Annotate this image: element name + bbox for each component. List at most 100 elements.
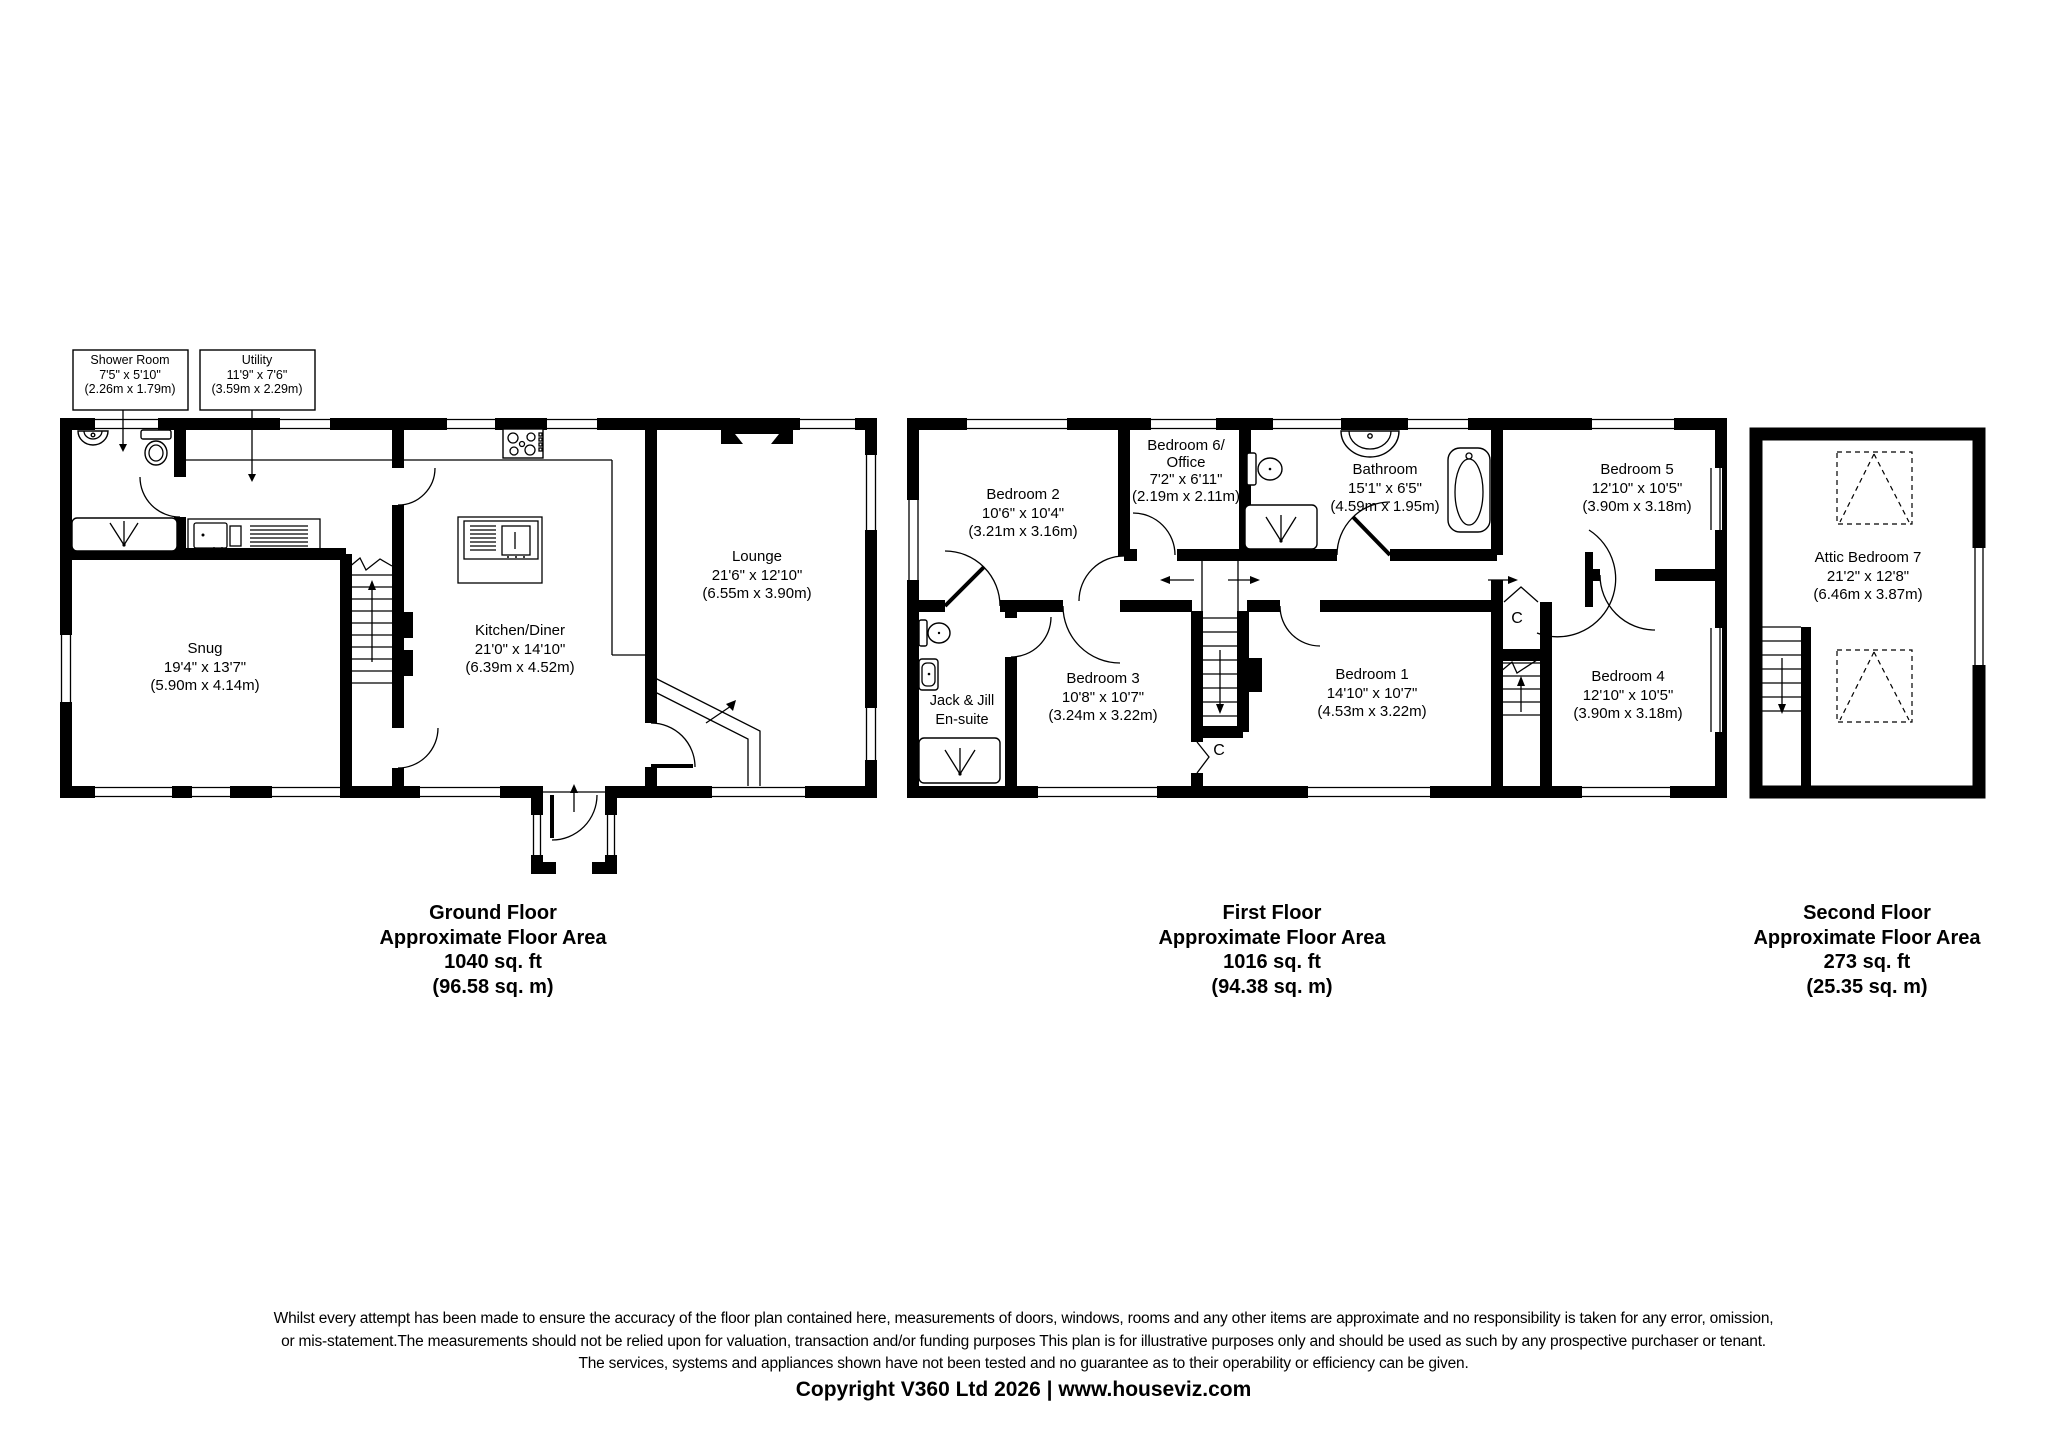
fireplace-icon bbox=[721, 424, 793, 444]
copyright-line: Copyright V360 Ltd 2026 | www.houseviz.c… bbox=[795, 1378, 1252, 1401]
room-dims-m: (6.46m x 3.87m) bbox=[1813, 586, 1923, 603]
room-dims-ft: 19'4" x 13'7" bbox=[163, 658, 247, 676]
room-label-bedroom2: Bedroom 2 10'6" x 10'4" (3.21m x 3.16m) bbox=[968, 486, 1077, 542]
room-dims-m: (3.21m x 3.16m) bbox=[968, 523, 1078, 540]
window bbox=[1971, 548, 1987, 665]
room-dims-m: (4.53m x 3.22m) bbox=[1317, 703, 1427, 720]
door-arc bbox=[943, 501, 1656, 774]
floor-area-m: (25.35 sq. m) bbox=[1806, 975, 1928, 998]
room-dims-ft: 11'9" x 7'6" bbox=[226, 367, 288, 382]
room-name2: Office bbox=[1166, 454, 1206, 471]
room-name: Kitchen/Diner bbox=[474, 622, 566, 639]
room-name: Attic Bedroom 7 bbox=[1814, 549, 1922, 566]
vestibule-screen bbox=[650, 675, 761, 786]
room-dims-m: (6.55m x 3.90m) bbox=[702, 585, 812, 602]
floor-area-m: (96.58 sq. m) bbox=[432, 975, 554, 998]
room-dims-ft: 12'10" x 10'5" bbox=[1591, 479, 1683, 497]
room-label-bedroom4: Bedroom 4 12'10" x 10'5" (3.90m x 3.18m) bbox=[1573, 668, 1682, 724]
floor-area-ft: 273 sq. ft bbox=[1823, 951, 1911, 973]
room-dims-m: (3.59m x 2.29m) bbox=[211, 382, 303, 396]
stairs-second bbox=[1762, 626, 1811, 786]
floor-title-ground: Ground Floor Approximate Floor Area 1040… bbox=[379, 901, 606, 999]
room-name: Bedroom 2 bbox=[986, 486, 1060, 503]
floor-name: Ground Floor bbox=[429, 902, 557, 924]
disclaimer-line: or mis-statement.The measurements should… bbox=[281, 1332, 1766, 1350]
room-label-attic-bedroom7: Attic Bedroom 7 21'2" x 12'8" (6.46m x 3… bbox=[1813, 549, 1922, 605]
cupboard-label: C bbox=[1213, 742, 1225, 759]
stairs-ground bbox=[347, 556, 393, 684]
sink-icon bbox=[1340, 430, 1400, 458]
cupboard-label: C bbox=[1511, 610, 1523, 627]
room-name: Utility bbox=[241, 353, 273, 367]
shower-tray-icon bbox=[1244, 504, 1318, 550]
chimney-breast bbox=[1248, 658, 1262, 692]
room-name: Jack & Jill bbox=[929, 693, 995, 709]
disclaimer-line: Whilst every attempt has been made to en… bbox=[273, 1310, 1774, 1327]
callout-leader-line bbox=[122, 410, 253, 474]
floor-name: First Floor bbox=[1222, 902, 1322, 924]
sink-icon bbox=[918, 658, 939, 691]
floor-area-label: Approximate Floor Area bbox=[1158, 926, 1386, 949]
skylight-icon bbox=[1836, 451, 1913, 723]
floor-area-ft: 1016 sq. ft bbox=[1223, 951, 1321, 973]
room-dims-m: (2.26m x 1.79m) bbox=[84, 382, 176, 396]
first-floor-plan bbox=[906, 417, 1727, 799]
room-dims-m: (2.19m x 2.11m) bbox=[1131, 488, 1241, 505]
room-dims-ft: 12'10" x 10'5" bbox=[1582, 686, 1674, 704]
bathtub-icon bbox=[1447, 447, 1491, 533]
window bbox=[59, 417, 878, 855]
room-label-bathroom: Bathroom 15'1" x 6'5" (4.59m x 1.95m) bbox=[1330, 461, 1439, 517]
sink-icon bbox=[77, 430, 109, 446]
room-name: Bedroom 1 bbox=[1335, 666, 1409, 683]
room-dims-ft: 14'10" x 10'7" bbox=[1326, 684, 1418, 702]
room-name: Bedroom 3 bbox=[1066, 670, 1140, 687]
floor-area-label: Approximate Floor Area bbox=[1753, 926, 1981, 949]
room-label-bedroom1: Bedroom 1 14'10" x 10'7" (4.53m x 3.22m) bbox=[1317, 666, 1426, 722]
disclaimer-text: Whilst every attempt has been made to en… bbox=[0, 1308, 2047, 1376]
room-dims-ft: 21'2" x 12'8" bbox=[1826, 567, 1910, 585]
shower-tray-icon bbox=[918, 737, 1001, 784]
toilet-icon bbox=[1246, 452, 1283, 486]
room-dims-m: (6.39m x 4.52m) bbox=[465, 659, 575, 676]
ground-floor-plan bbox=[59, 349, 878, 874]
room-dims-ft: 10'8" x 10'7" bbox=[1061, 688, 1145, 706]
room-name2: En-suite bbox=[935, 711, 989, 728]
room-label-snug: Snug 19'4" x 13'7" (5.90m x 4.14m) bbox=[150, 640, 259, 696]
kitchen-island bbox=[457, 516, 543, 584]
room-dims-ft: 10'6" x 10'4" bbox=[981, 504, 1065, 522]
room-name: Snug bbox=[187, 640, 223, 657]
room-dims-ft: 7'2" x 6'11" bbox=[1149, 471, 1223, 488]
callout-box-utility bbox=[199, 349, 316, 411]
kitchen-worktop-line bbox=[186, 459, 649, 656]
room-name: Lounge bbox=[731, 548, 783, 565]
room-label-bedroom3: Bedroom 3 10'8" x 10'7" (3.24m x 3.22m) bbox=[1048, 670, 1157, 726]
room-dims-m: (3.90m x 3.18m) bbox=[1573, 705, 1683, 722]
room-dims-m: (3.90m x 3.18m) bbox=[1582, 498, 1692, 515]
toilet-icon bbox=[918, 619, 951, 647]
floor-area-ft: 1040 sq. ft bbox=[444, 951, 542, 973]
second-floor-plan bbox=[1749, 427, 1987, 799]
callout-utility: Utility 11'9" x 7'6" (3.59m x 2.29m) bbox=[211, 353, 302, 397]
window bbox=[906, 417, 1722, 799]
room-dims-m: (4.59m x 1.95m) bbox=[1330, 498, 1440, 515]
floor-area-m: (94.38 sq. m) bbox=[1211, 975, 1333, 998]
room-dims-ft: 7'5" x 5'10" bbox=[99, 367, 161, 382]
floor-title-first: First Floor Approximate Floor Area 1016 … bbox=[1158, 901, 1385, 999]
floor-name: Second Floor bbox=[1803, 902, 1931, 924]
floor-title-second: Second Floor Approximate Floor Area 273 … bbox=[1753, 901, 1980, 999]
room-dims-ft: 21'0" x 14'10" bbox=[474, 640, 566, 658]
floor-area-label: Approximate Floor Area bbox=[379, 926, 607, 949]
room-dims-m: (3.24m x 3.22m) bbox=[1048, 707, 1158, 724]
room-label-bedroom5: Bedroom 5 12'10" x 10'5" (3.90m x 3.18m) bbox=[1582, 461, 1691, 517]
callout-shower-room: Shower Room 7'5" x 5'10" (2.26m x 1.79m) bbox=[84, 353, 175, 397]
hob-icon bbox=[502, 428, 544, 459]
room-name: Bedroom 5 bbox=[1600, 461, 1674, 478]
chimney-breast bbox=[396, 612, 413, 638]
room-label-lounge: Lounge 21'6" x 12'10" (6.55m x 3.90m) bbox=[702, 548, 811, 604]
door-arc bbox=[139, 467, 696, 841]
shower-tray-icon bbox=[71, 517, 178, 552]
stairs-attic bbox=[1488, 576, 1541, 716]
room-label-bedroom6-office: Bedroom 6/ Office 7'2" x 6'11" (2.19m x … bbox=[1132, 437, 1240, 505]
